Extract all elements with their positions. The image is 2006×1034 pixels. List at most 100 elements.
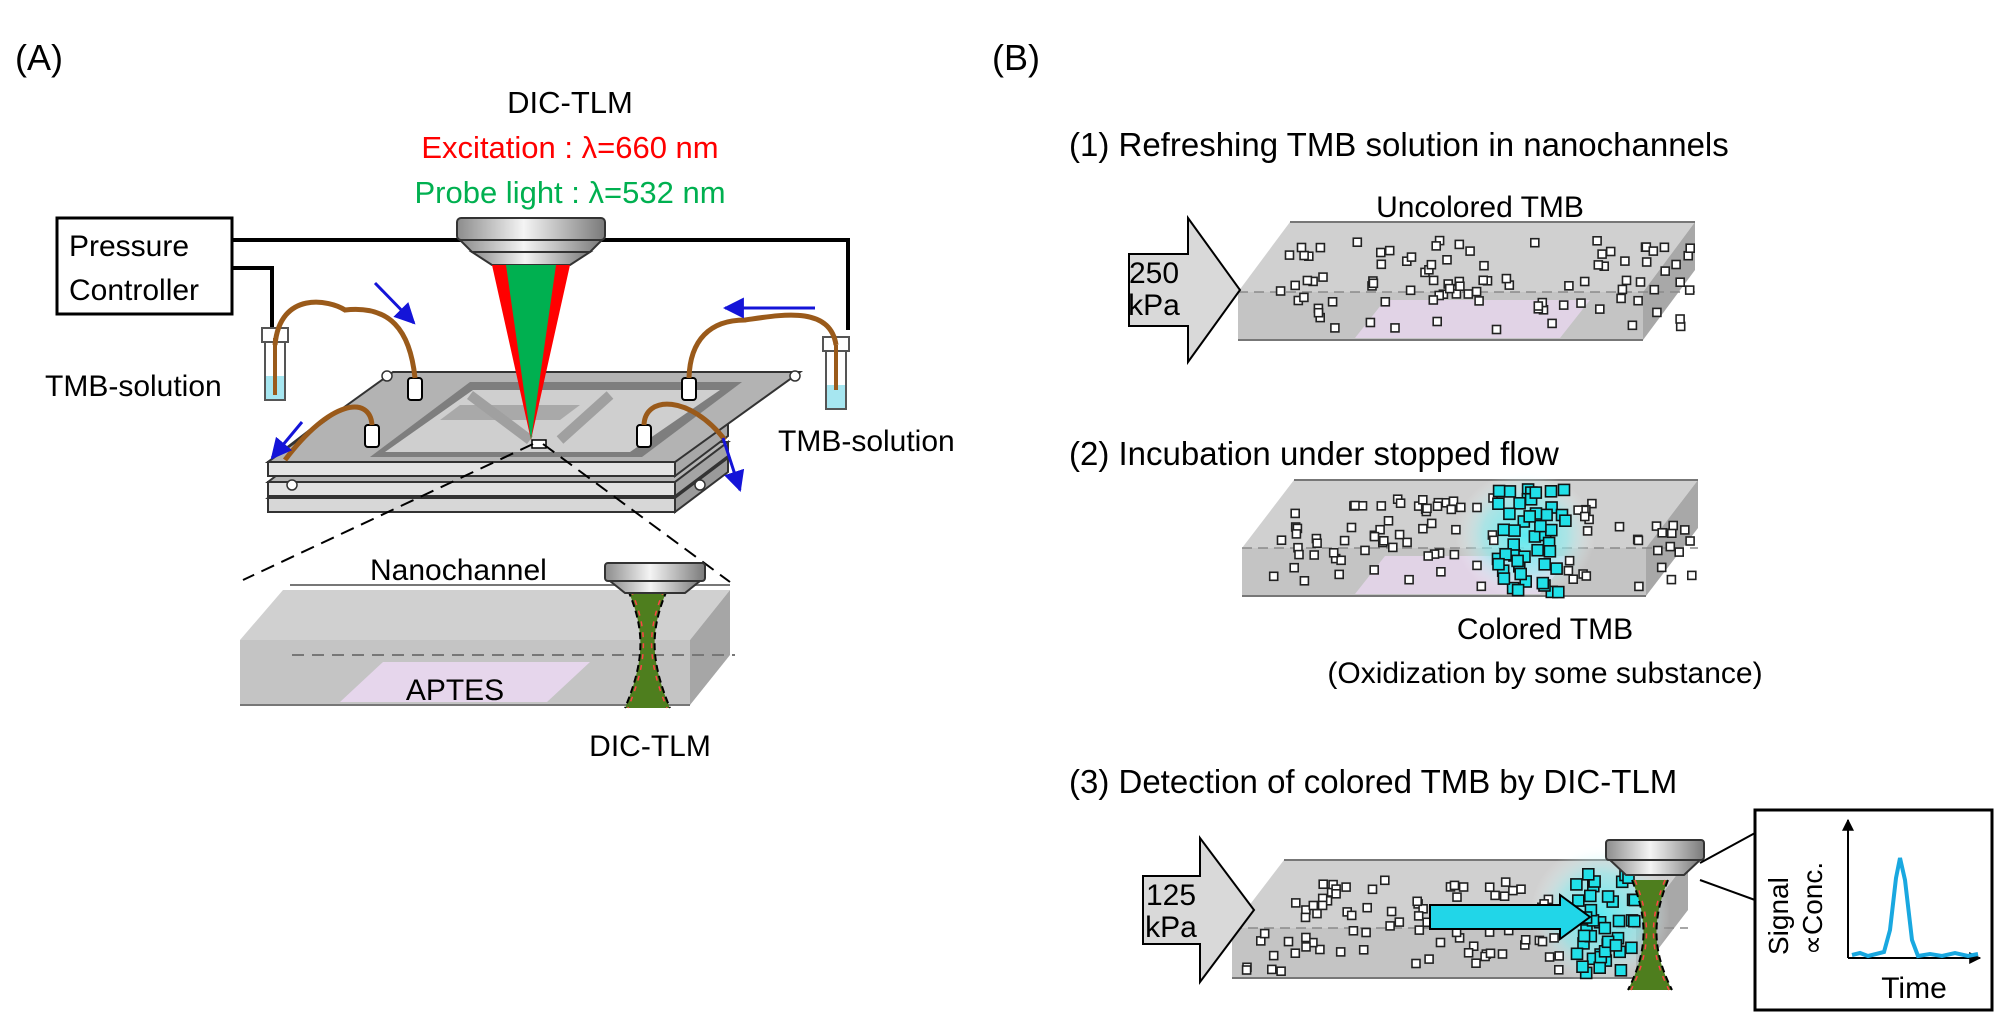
tmb-particle xyxy=(1358,944,1369,955)
tmb-particle xyxy=(1352,237,1363,247)
tmb-particle xyxy=(1656,562,1667,573)
tmb-particle xyxy=(1685,243,1695,253)
tmb-particle xyxy=(1559,514,1572,528)
tmb-particle xyxy=(1582,526,1593,536)
tmb-particle xyxy=(1587,498,1597,509)
tmb-particle xyxy=(1564,555,1575,566)
tmb-particle xyxy=(1547,318,1557,329)
tmb-particle xyxy=(1558,300,1569,310)
tmb-particle xyxy=(1557,483,1571,497)
tmb-particle xyxy=(1290,508,1300,519)
tmb-particle xyxy=(1383,515,1394,526)
tmb-particle xyxy=(1616,293,1626,304)
tmb-particle xyxy=(1570,878,1583,891)
tmb-particle xyxy=(1568,574,1578,585)
tmb-particle xyxy=(1413,911,1424,921)
tmb-particle xyxy=(1301,932,1311,943)
tmb-particle xyxy=(1592,236,1602,246)
tmb-particle xyxy=(1454,239,1465,250)
tmb-particle xyxy=(1652,307,1662,318)
tmb-particle xyxy=(1520,934,1531,945)
tmb-particle xyxy=(1331,888,1341,899)
tmb-particle xyxy=(1533,301,1544,311)
tmb-particle xyxy=(1404,574,1414,585)
tmb-particle xyxy=(1334,569,1344,580)
tmb-particle xyxy=(1299,250,1309,261)
pressure-controller-line1: Pressure xyxy=(69,230,189,263)
tmb-particle xyxy=(1635,277,1646,287)
probe-beam xyxy=(506,265,556,440)
tmb-particle xyxy=(1514,567,1527,581)
tmb-particle xyxy=(1318,272,1328,282)
tmb-particle xyxy=(1431,241,1441,251)
tmb-particle xyxy=(1317,900,1328,911)
tmb-particle xyxy=(1308,900,1319,911)
tmb-particle xyxy=(1497,949,1508,959)
tmb-particle xyxy=(1685,536,1695,546)
tmb-particle xyxy=(1376,259,1387,270)
tmb-particle xyxy=(1593,260,1604,270)
tmb-particle xyxy=(1497,572,1511,585)
tmb-particle xyxy=(1513,496,1526,510)
tmb-particle xyxy=(1294,549,1304,560)
panel-b: (B) (1) Refreshing TMB solution in nanoc… xyxy=(992,37,1994,1012)
tmb-particle xyxy=(1492,557,1505,571)
tmb-particle xyxy=(1424,954,1434,964)
tmb-particle xyxy=(1390,323,1400,333)
tmb-particle xyxy=(1291,529,1302,539)
tmb-particle xyxy=(1299,575,1310,586)
pressure-125-unit: kPa xyxy=(1145,911,1197,944)
tmb-particle xyxy=(1545,523,1558,537)
tmb-particle xyxy=(1479,260,1489,271)
colored-tmb-cluster-2 xyxy=(1491,483,1572,599)
tmb-particle xyxy=(1554,964,1564,975)
tmb-particle xyxy=(1564,280,1574,291)
pressure-controller-line2: Controller xyxy=(69,274,199,307)
tmb-particle xyxy=(1376,247,1386,258)
tmb-particle xyxy=(1444,283,1455,294)
tmb-particle xyxy=(1609,939,1623,952)
pressure-arrow-250: 250 kPa xyxy=(1128,214,1242,366)
tmb-particle xyxy=(1350,500,1360,511)
colored-tmb-label: Colored TMB xyxy=(1457,613,1633,646)
tmb-particle xyxy=(1330,323,1340,333)
tmb-particle xyxy=(1276,966,1286,977)
tmb-particle xyxy=(1511,583,1525,597)
tmb-particle xyxy=(1485,948,1496,959)
tmb-particle xyxy=(1290,280,1300,291)
tmb-particle xyxy=(1536,576,1550,590)
tmb-particle xyxy=(1563,565,1574,576)
tmb-particle xyxy=(1471,958,1481,969)
tmb-particle xyxy=(1402,537,1412,548)
tmb-particle xyxy=(1659,242,1670,253)
tmb-particle xyxy=(1428,295,1439,305)
tmb-solution-right-label: TMB-solution xyxy=(778,425,955,458)
tmb-particle xyxy=(1489,535,1499,546)
tmb-particle xyxy=(1492,484,1506,498)
tmb-particle xyxy=(1284,250,1295,260)
tmb-solution-left-label: TMB-solution xyxy=(45,370,222,403)
tmb-particle xyxy=(1472,560,1482,571)
tmb-particle xyxy=(1552,585,1565,599)
tmb-particle xyxy=(1388,542,1398,553)
tmb-particle xyxy=(1628,914,1641,928)
tmb-particle xyxy=(1283,936,1294,947)
signal-y-label: Signal xyxy=(1763,877,1794,955)
tmb-particle xyxy=(1544,952,1555,962)
tmb-particle xyxy=(1394,529,1405,540)
tmb-particle xyxy=(1675,314,1685,324)
tmb-particle xyxy=(1476,581,1487,592)
tmb-particle xyxy=(1369,565,1379,575)
pressure-250-unit: kPa xyxy=(1128,289,1180,322)
tmb-particle xyxy=(1432,501,1443,512)
tmb-particle xyxy=(1620,256,1630,266)
tmb-particle xyxy=(1471,286,1482,297)
tmb-particle xyxy=(1406,252,1417,262)
tmb-particle xyxy=(1680,525,1690,535)
tmb-particle xyxy=(1315,242,1326,253)
tmb-particle xyxy=(1617,284,1628,295)
tmb-particle xyxy=(1426,259,1437,270)
tmb-particle xyxy=(1360,545,1370,556)
tmb-particle xyxy=(1657,527,1667,538)
tmb-particle xyxy=(1668,520,1678,531)
